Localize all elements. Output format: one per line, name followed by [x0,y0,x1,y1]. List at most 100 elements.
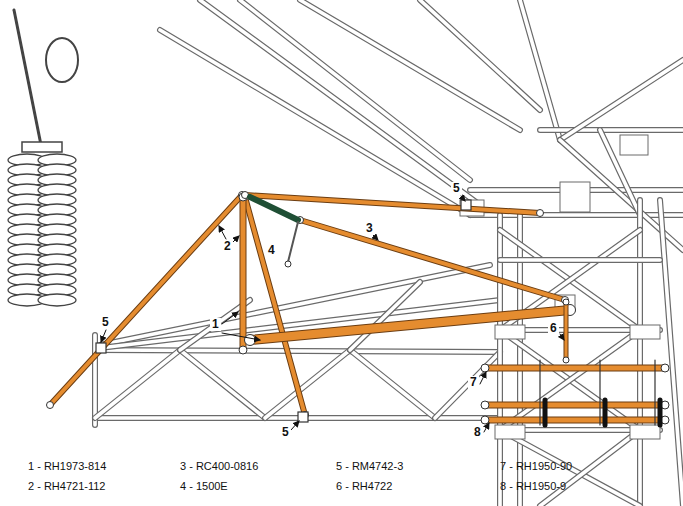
lattice-member [265,350,350,418]
lattice-member [500,330,640,430]
lattice-member [500,257,660,263]
leader-line [219,226,226,239]
lattice-member [95,350,500,352]
lattice-member [350,350,435,418]
lattice-member [95,350,500,352]
lattice-member [350,282,420,350]
leader-line [291,421,299,430]
callout-number: 5 [451,182,462,195]
clamp [298,412,308,422]
support-bar [485,365,665,372]
support-bar [485,366,665,371]
callout-number: 2 [222,240,233,253]
lift-pole [241,197,246,350]
lift-pole [240,197,247,350]
gusset-plate [560,182,590,212]
gusset-plate [495,325,525,339]
lift-pole [250,310,570,340]
end-fitting [563,357,569,363]
gusset-plate [620,135,648,155]
clamp [461,200,471,210]
end-fitting [481,364,489,372]
link-stick [564,302,569,360]
gin-pole [245,197,305,415]
lattice-member [500,258,660,262]
support-bar [485,402,665,409]
lattice-member [180,350,265,418]
end-fitting [481,416,489,424]
lattice-member [560,60,683,140]
leader-line [233,236,239,242]
end-fitting [239,346,247,354]
sling-line [654,360,655,425]
clamp-band [658,400,663,425]
support-bar [485,417,665,424]
end-fitting [661,364,669,372]
tension-pole [300,220,565,300]
gin-pole [245,195,540,213]
lattice-member [240,0,470,180]
lattice-member [660,200,683,506]
sling-line [599,360,600,425]
gin-pole [245,195,540,213]
lattice-member [200,0,480,205]
parts-list-entry: 8 - RH1950-9 [500,480,566,492]
callout-number: 8 [472,426,483,439]
leader-line [101,330,106,342]
support-bar [485,403,665,408]
lattice-member [265,350,350,418]
callout-number: 5 [280,426,291,439]
lattice-member [500,330,640,430]
lift-pole [250,310,570,340]
callout-number: 6 [548,322,559,335]
gin-pole [50,195,242,405]
lattice-member [95,350,180,418]
leader-line [484,423,489,432]
spear-rod [14,10,42,150]
lattice-member [500,430,640,506]
lattice-member [540,127,683,133]
leader-line [222,333,260,340]
lattice-member [180,350,265,418]
leader-line [373,235,378,240]
gusset-plate [495,425,525,439]
clamp-band [603,400,608,425]
yoke-plate [22,142,62,152]
parts-list-entry: 3 - RC400-0816 [180,460,258,472]
tension-pole [300,220,565,300]
link-stick [565,302,568,360]
insulator-disc [38,294,76,306]
lattice-member [500,430,640,506]
parts-list-entry: 5 - RM4742-3 [336,460,403,472]
clamp-band [543,400,548,425]
gin-pole [245,197,305,415]
lattice-member [500,330,640,430]
gusset-plate [630,425,660,439]
end-fitting [285,261,291,267]
gin-pole [50,195,242,405]
lattice-member [520,0,560,140]
callout-number: 3 [364,222,375,235]
end-fitting [481,401,489,409]
lattice-member [638,200,642,506]
callout-number: 7 [468,376,479,389]
callout-number: 1 [210,318,221,331]
grading-ring [46,38,78,82]
lattice-member [637,200,643,506]
leader-line [222,312,238,324]
link-bar [250,197,298,220]
lattice-member [560,60,683,140]
callout-number: 5 [100,316,111,329]
end-fitting [245,335,256,346]
parts-list-entry: 7 - RH1950-90 [500,460,572,472]
lattice-member [240,0,470,180]
lattice-member [200,0,480,205]
lattice-member [95,350,180,418]
parts-list-entry: 4 - 1500E [180,480,228,492]
lattice-member [350,350,435,418]
leader-line [480,372,486,384]
lattice-member [540,128,683,132]
lattice-member [160,30,470,215]
lattice-member [160,30,470,215]
